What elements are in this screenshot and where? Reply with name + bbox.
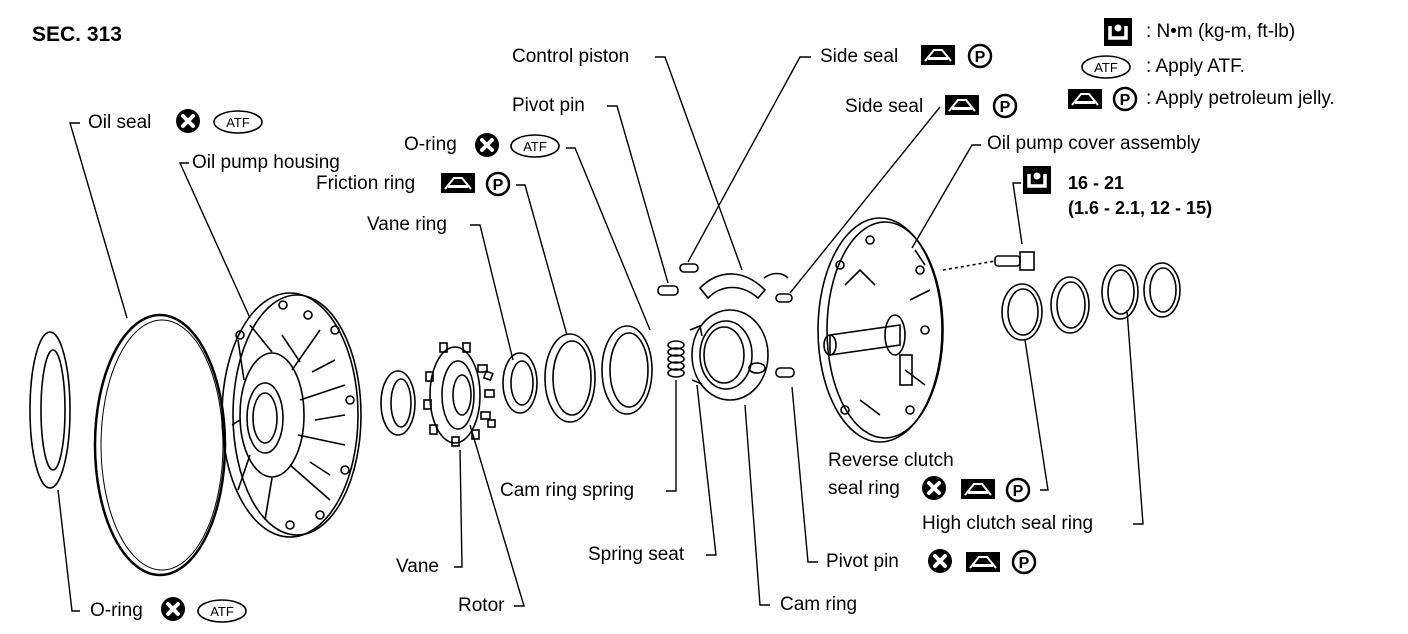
leader-o-ring-top bbox=[566, 147, 651, 331]
label-vane: Vane bbox=[396, 556, 439, 577]
replace-x-icon bbox=[174, 107, 202, 135]
parts bbox=[29, 217, 1181, 577]
petroleum-jelly-icon bbox=[440, 172, 476, 194]
cam-ring-spring-part bbox=[667, 340, 685, 378]
leader-cover-assembly bbox=[911, 144, 981, 249]
p-icon-text: P bbox=[1013, 483, 1024, 500]
label-reverse-clutch-line1: Reverse clutch bbox=[828, 450, 954, 471]
leader-pivot-pin-bottom bbox=[791, 386, 818, 563]
leader-cam-ring-spring bbox=[666, 380, 677, 492]
vane-ring-small-part bbox=[380, 370, 416, 436]
oil-pump-cover-part bbox=[817, 217, 944, 443]
leader-vane-ring bbox=[470, 224, 514, 361]
label-cam-ring: Cam ring bbox=[780, 594, 858, 615]
leader-spring-seat bbox=[696, 384, 717, 556]
petroleum-jelly-icon bbox=[1067, 88, 1103, 110]
label-pivot-pin-top: Pivot pin bbox=[512, 95, 585, 116]
atf-icon-text: ATF bbox=[1094, 60, 1118, 75]
leader-rotor bbox=[469, 424, 525, 607]
leader-friction-ring bbox=[516, 184, 568, 336]
torque-conversions: (1.6 - 2.1, 12 - 15) bbox=[1068, 198, 1213, 218]
bolt-part bbox=[942, 251, 1035, 271]
replace-x-icon bbox=[473, 131, 501, 159]
symbol-glyphs: ATF ATF ATF ATF P P P P P P bbox=[210, 49, 1130, 619]
atf-icon-text: ATF bbox=[210, 604, 234, 619]
petroleum-jelly-icon bbox=[944, 94, 980, 116]
atf-icon-text: ATF bbox=[226, 115, 250, 130]
p-icon-text: P bbox=[493, 177, 504, 194]
label-pivot-pin-bottom: Pivot pin bbox=[826, 551, 899, 572]
o-ring-part bbox=[601, 325, 653, 415]
cam-ring-part bbox=[689, 309, 769, 401]
petroleum-jelly-icon bbox=[965, 551, 1001, 573]
label-cam-ring-spring: Cam ring spring bbox=[500, 480, 635, 501]
legend-atf-text: : Apply ATF. bbox=[1146, 56, 1245, 77]
label-oil-pump-housing: Oil pump housing bbox=[192, 152, 340, 173]
label-friction-ring: Friction ring bbox=[316, 173, 416, 194]
oil-seal-part bbox=[93, 313, 227, 577]
label-oil-seal: Oil seal bbox=[88, 112, 152, 133]
label-o-ring-top: O-ring bbox=[404, 134, 457, 155]
label-side-seal-2: Side seal bbox=[845, 96, 924, 117]
oil-pump-housing-part bbox=[221, 292, 362, 538]
label-control-piston: Control piston bbox=[512, 46, 630, 67]
legend-jelly-text: : Apply petroleum jelly. bbox=[1146, 88, 1335, 109]
leader-lines bbox=[57, 56, 1144, 612]
torque-icon bbox=[1021, 164, 1053, 196]
reverse-clutch-seal-ring-parts bbox=[1001, 276, 1090, 341]
label-side-seal-1: Side seal bbox=[820, 46, 899, 67]
petroleum-jelly-icon bbox=[920, 44, 956, 66]
replace-x-icon bbox=[920, 474, 948, 502]
leader-side-seal-2 bbox=[789, 106, 941, 294]
section-number: SEC. 313 bbox=[32, 23, 122, 46]
control-piston-part bbox=[698, 272, 789, 300]
o-ring-small-part bbox=[29, 331, 71, 489]
atf-icon-text: ATF bbox=[523, 139, 547, 154]
vane-ring-part bbox=[502, 352, 538, 414]
leader-cam-ring bbox=[744, 404, 770, 606]
leader-bolt bbox=[1012, 182, 1023, 245]
p-icon-text: P bbox=[975, 49, 986, 66]
legend-torque-text: : N•m (kg-m, ft-lb) bbox=[1146, 21, 1296, 42]
replace-x-icon bbox=[926, 547, 954, 575]
leader-side-seal-1 bbox=[687, 56, 811, 263]
rotor-part bbox=[423, 342, 496, 447]
leader-o-ring-bottom bbox=[57, 489, 80, 612]
p-icon-text: P bbox=[1019, 555, 1030, 572]
label-o-ring-bottom: O-ring bbox=[90, 600, 143, 621]
friction-ring-part bbox=[544, 333, 596, 423]
leader-oil-seal bbox=[69, 122, 128, 319]
label-spring-seat: Spring seat bbox=[588, 544, 685, 565]
leader-oil-pump-housing bbox=[178, 162, 251, 319]
p-icon-text: P bbox=[1120, 92, 1131, 109]
leader-vane bbox=[454, 449, 463, 568]
torque-value: 16 - 21 bbox=[1068, 173, 1125, 193]
pivot-pin-parts bbox=[657, 263, 795, 378]
label-oil-pump-cover-assembly: Oil pump cover assembly bbox=[987, 133, 1201, 154]
replace-x-icon bbox=[159, 595, 187, 623]
high-clutch-seal-ring-parts bbox=[1101, 262, 1181, 320]
label-rotor: Rotor bbox=[458, 595, 505, 616]
torque-icon bbox=[1102, 16, 1134, 48]
label-reverse-clutch-line2: seal ring bbox=[828, 478, 900, 499]
leader-pivot-pin-top bbox=[607, 105, 669, 284]
petroleum-jelly-icon bbox=[960, 478, 996, 500]
leader-high-clutch bbox=[1126, 309, 1144, 525]
label-vane-ring: Vane ring bbox=[367, 214, 447, 235]
p-icon-text: P bbox=[1000, 99, 1011, 116]
leader-control-piston bbox=[655, 56, 743, 271]
label-high-clutch-seal-ring: High clutch seal ring bbox=[922, 513, 1094, 534]
leader-reverse-clutch bbox=[1024, 339, 1049, 491]
